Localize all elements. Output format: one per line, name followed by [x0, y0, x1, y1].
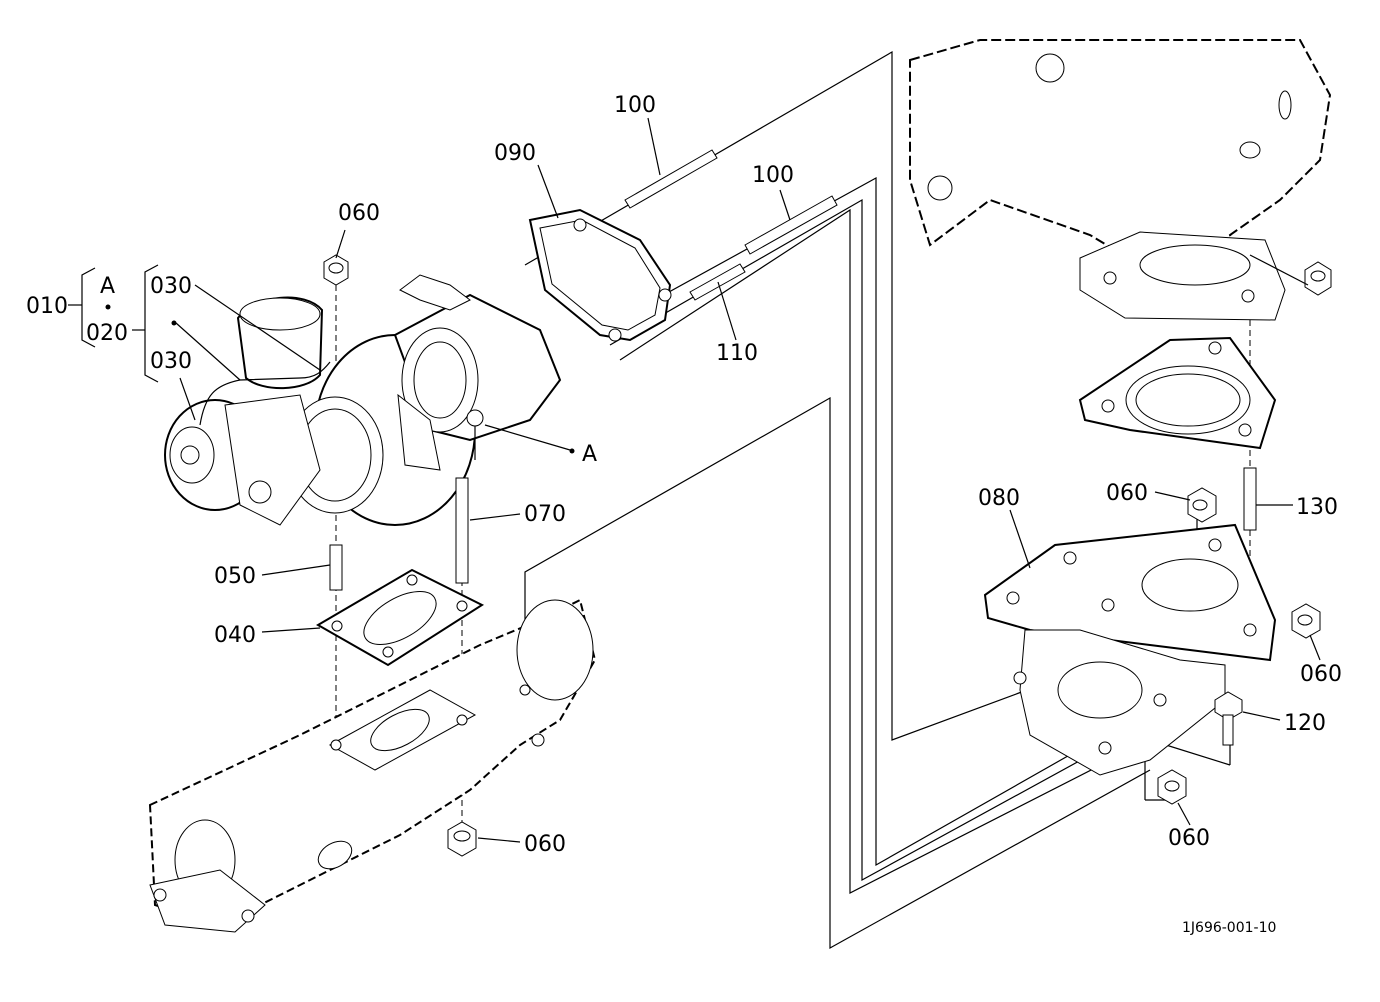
stud-050 [329, 544, 343, 591]
nut-060-right-top [1187, 487, 1217, 523]
exhaust-adaptor-bracket [983, 523, 1277, 776]
drawing-reference-code: 1J696-001-10 [1182, 920, 1276, 936]
label-060-right-bottom: 060 [1168, 826, 1210, 851]
studs-100-110 [624, 149, 838, 301]
label-060-right-mid: 060 [1300, 662, 1342, 687]
label-110: 110 [716, 341, 758, 366]
part-labels: 010 A 020 030 030 060 100 090 100 110 A … [26, 93, 1342, 936]
label-060-bottom: 060 [524, 832, 566, 857]
label-050: 050 [214, 564, 256, 589]
nut-060-bottom [447, 821, 477, 857]
label-100-upper: 100 [614, 93, 656, 118]
turbo-mounting-gasket [316, 568, 485, 667]
label-a-side: A [582, 442, 597, 467]
filter-gasket [1078, 336, 1277, 450]
nut-060-right-mid [1291, 603, 1321, 639]
leader-lines [171, 117, 1321, 843]
stud-070 [455, 477, 469, 584]
label-030-top: 030 [150, 274, 192, 299]
label-090: 090 [494, 141, 536, 166]
nut-060-top [323, 254, 349, 286]
assembly-brackets [68, 264, 159, 383]
label-130: 130 [1296, 495, 1338, 520]
turbocharger [164, 274, 562, 526]
nut-060-right-bottom [1157, 769, 1187, 805]
label-080: 080 [978, 486, 1020, 511]
exhaust-manifold [148, 598, 597, 933]
label-060-right-top: 060 [1106, 481, 1148, 506]
label-030-bottom: 030 [150, 349, 192, 374]
label-120: 120 [1284, 711, 1326, 736]
label-a-top: A [100, 274, 115, 299]
nut-top-right [1304, 261, 1332, 296]
label-040: 040 [214, 623, 256, 648]
exhaust-filter-housing [909, 39, 1332, 321]
label-100-lower: 100 [752, 163, 794, 188]
label-020: 020 [86, 321, 128, 346]
label-070: 070 [524, 502, 566, 527]
turbo-outlet-gasket [528, 208, 672, 342]
label-010: 010 [26, 294, 68, 319]
bolt-120 [1214, 691, 1243, 746]
stud-130 [1243, 467, 1257, 531]
label-060-top: 060 [338, 201, 380, 226]
